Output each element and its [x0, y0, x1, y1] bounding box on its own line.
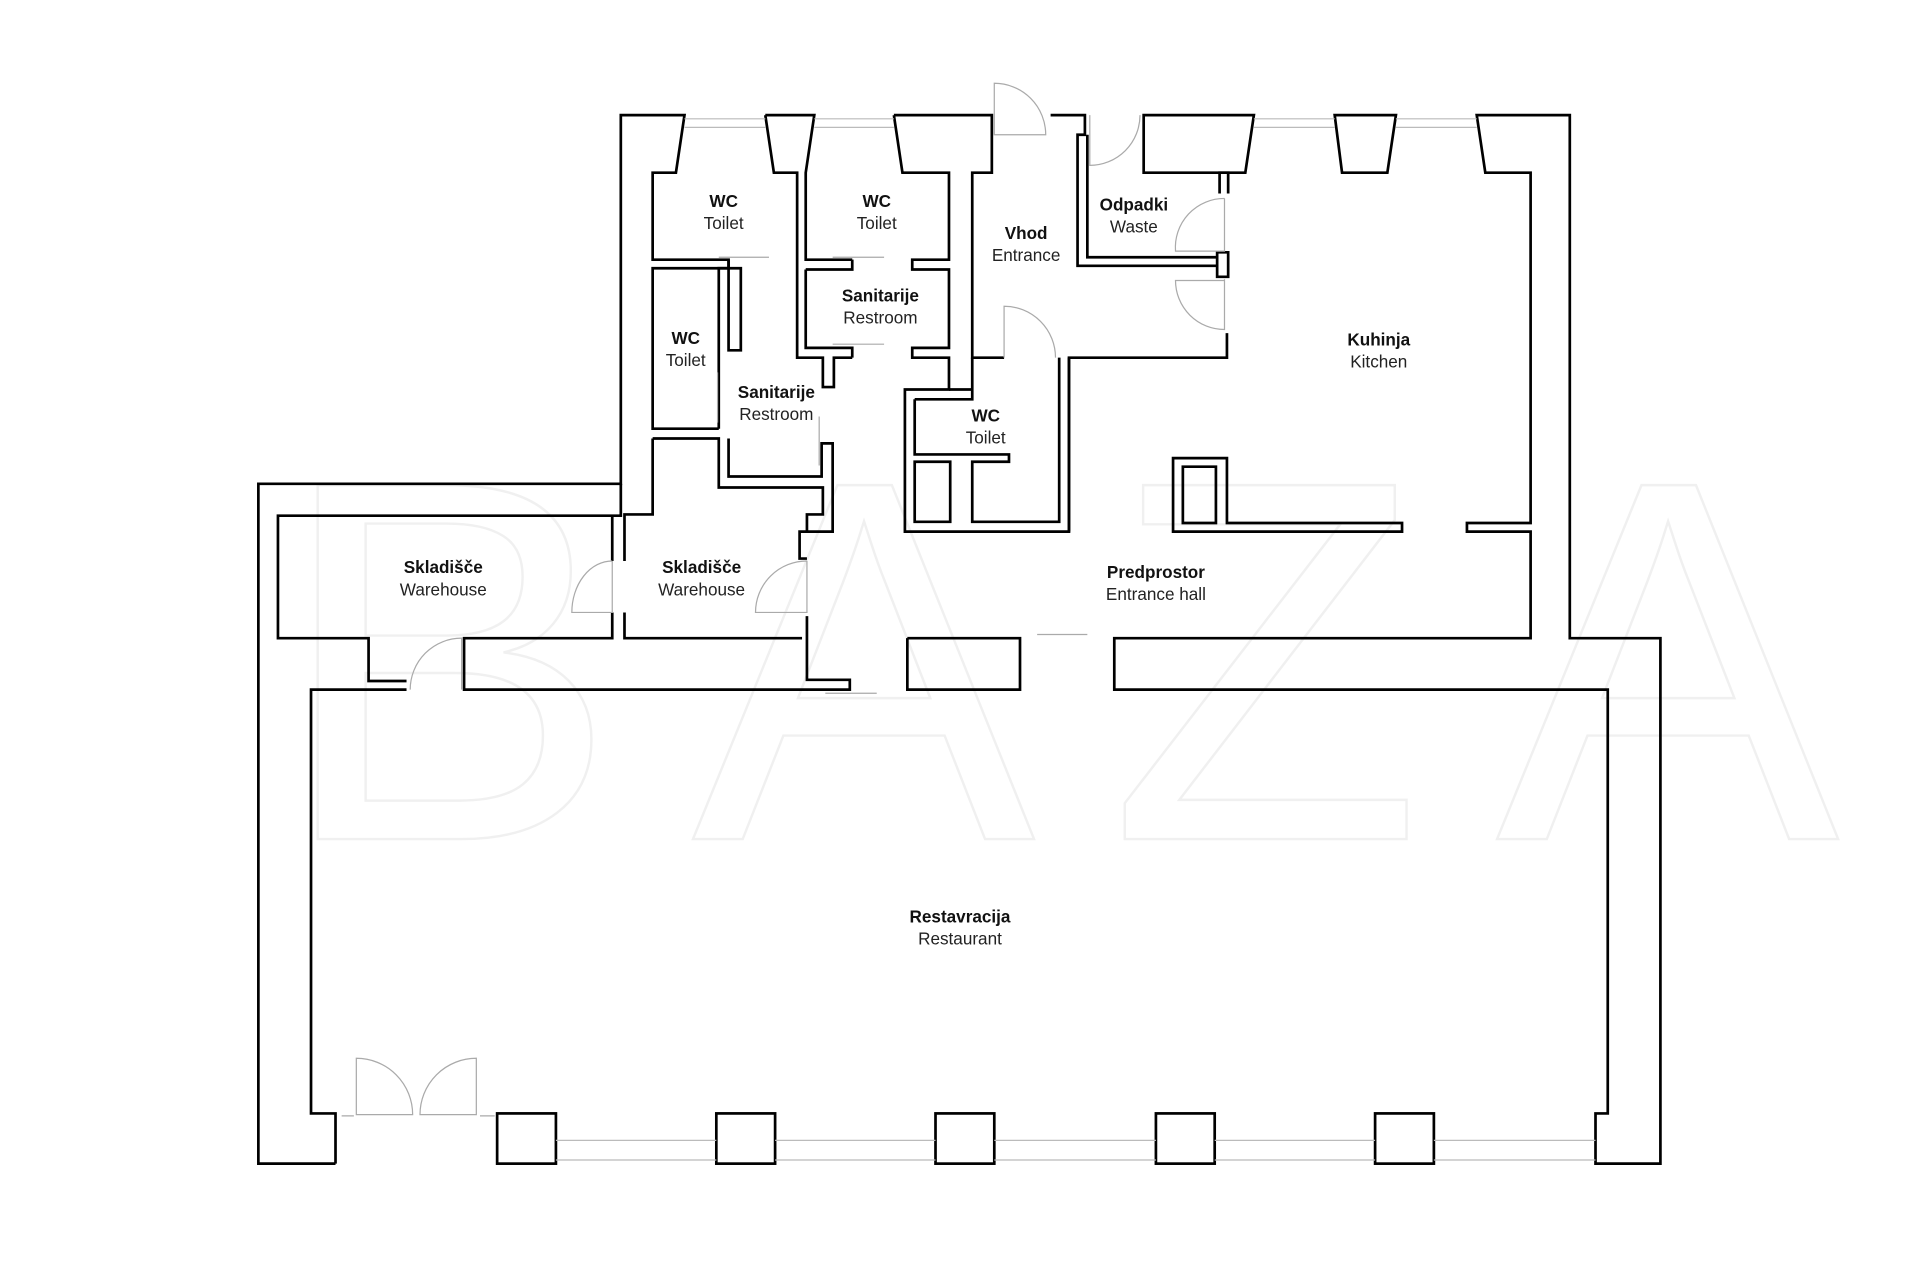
room-wc-4-name: WC: [971, 405, 1000, 425]
doors: [341, 82, 1226, 1117]
room-entrance-hall-name: Predprostor: [1107, 562, 1205, 582]
room-wc-2-name: WC: [862, 191, 891, 211]
room-wc-3-name: WC: [671, 328, 700, 348]
room-entrance-hall-sub: Entrance hall: [1106, 584, 1206, 604]
room-restroom-2-sub: Restroom: [739, 404, 813, 424]
room-wc-1-sub: Toilet: [704, 213, 744, 233]
room-warehouse-2-sub: Warehouse: [658, 579, 745, 599]
room-kitchen-name: Kuhinja: [1347, 329, 1410, 349]
room-warehouse-2-name: Skladišče: [662, 557, 741, 577]
room-warehouse-1-name: Skladišče: [404, 557, 483, 577]
room-wc-2-sub: Toilet: [857, 213, 897, 233]
room-kitchen-sub: Kitchen: [1350, 351, 1407, 371]
room-labels: WC Toilet WC Toilet WC Toilet Sanitarije…: [400, 191, 1411, 948]
room-restroom-1-name: Sanitarije: [842, 285, 919, 305]
room-wc-1-name: WC: [709, 191, 738, 211]
watermark: BAZA: [276, 374, 1913, 949]
room-entrance-name: Vhod: [1005, 223, 1048, 243]
windows: [555, 118, 1596, 1161]
room-warehouse-1-sub: Warehouse: [400, 579, 487, 599]
room-restaurant-name: Restavracija: [910, 906, 1011, 926]
room-entrance-sub: Entrance: [992, 245, 1061, 265]
room-restaurant-sub: Restaurant: [918, 928, 1002, 948]
walls: [257, 113, 1662, 1165]
room-waste-name: Odpadki: [1100, 195, 1169, 215]
room-waste-sub: Waste: [1110, 217, 1158, 237]
room-wc-3-sub: Toilet: [666, 350, 706, 370]
room-restroom-1-sub: Restroom: [843, 307, 917, 327]
room-wc-4-sub: Toilet: [966, 427, 1006, 447]
room-restroom-2-name: Sanitarije: [738, 382, 815, 402]
